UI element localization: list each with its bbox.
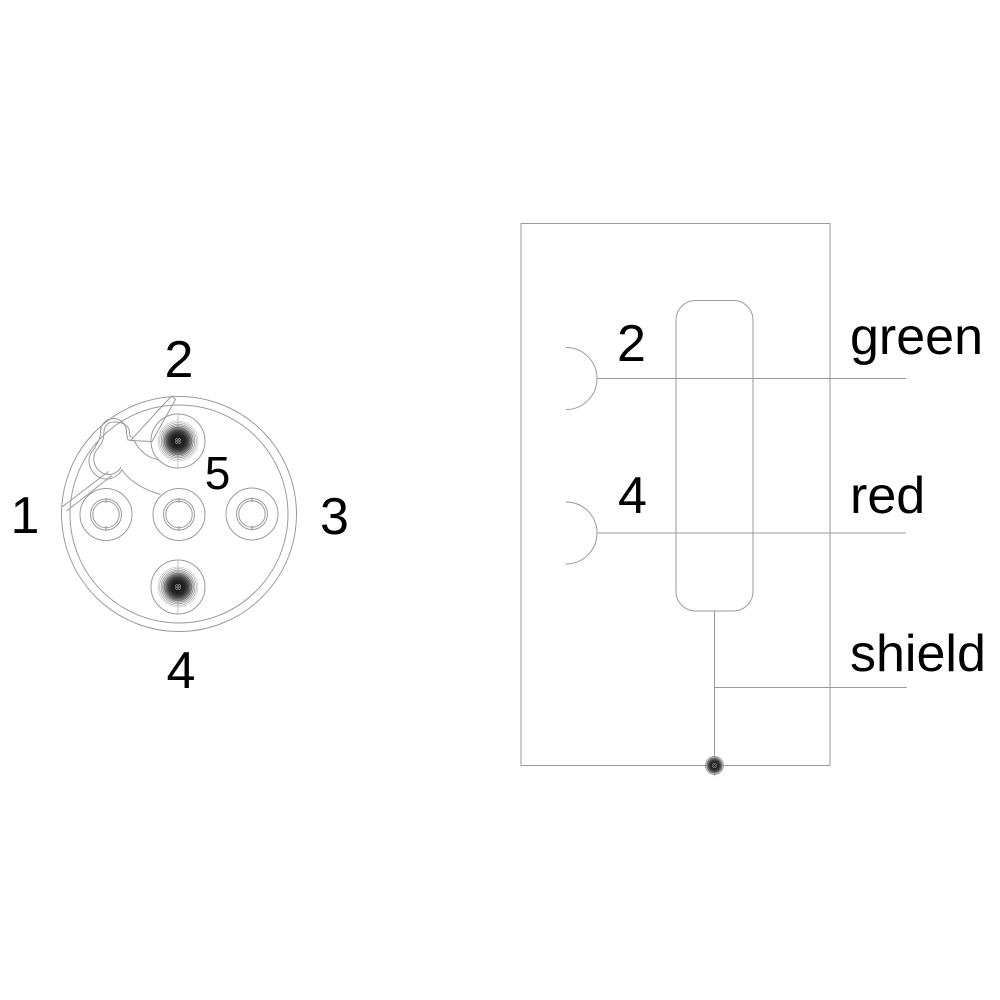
schematic-pin-label-2: 2 (617, 315, 646, 373)
pin2-contact-arc (565, 347, 598, 410)
pin3-cavity (225, 487, 279, 541)
connector-face-view: 2 1 3 4 5 (11, 331, 349, 700)
pin3-bore (236, 497, 268, 531)
keyway-channel-lower (121, 469, 161, 495)
connector-inner-rim (69, 404, 289, 624)
wire-label-green: green (850, 308, 983, 366)
face-pin-label-2: 2 (165, 331, 194, 389)
keyway-channel-upper (133, 440, 159, 460)
pin4-contact-arc (565, 501, 598, 565)
keyway-outline-inner (93, 421, 133, 476)
pin1-bore (90, 498, 122, 531)
face-pin-label-3: 3 (320, 488, 349, 546)
wire-label-shield: shield (850, 625, 986, 683)
pin1-cavity (79, 488, 133, 541)
face-pin-label-5: 5 (205, 447, 231, 499)
schematic-pin-label-4: 4 (618, 467, 647, 525)
pin2-socket-contact (156, 412, 200, 470)
wiring-schematic: 2 4 green red shield (520, 223, 986, 778)
connector-outer-rim (61, 396, 297, 632)
face-pin-label-4: 4 (167, 642, 196, 700)
keyway-outline-outer (88, 417, 135, 480)
contact-carrier-outline (675, 300, 754, 612)
chamfer-edge (61, 471, 113, 512)
pin5-bore (163, 498, 195, 531)
wire-label-red: red (850, 467, 925, 525)
pin5-cavity (152, 488, 206, 541)
coding-notch (129, 395, 177, 443)
shield-terminal (704, 753, 725, 778)
connector-body-outline (520, 223, 831, 766)
face-pin-label-1: 1 (11, 487, 40, 545)
pin4-socket-contact (156, 558, 200, 616)
